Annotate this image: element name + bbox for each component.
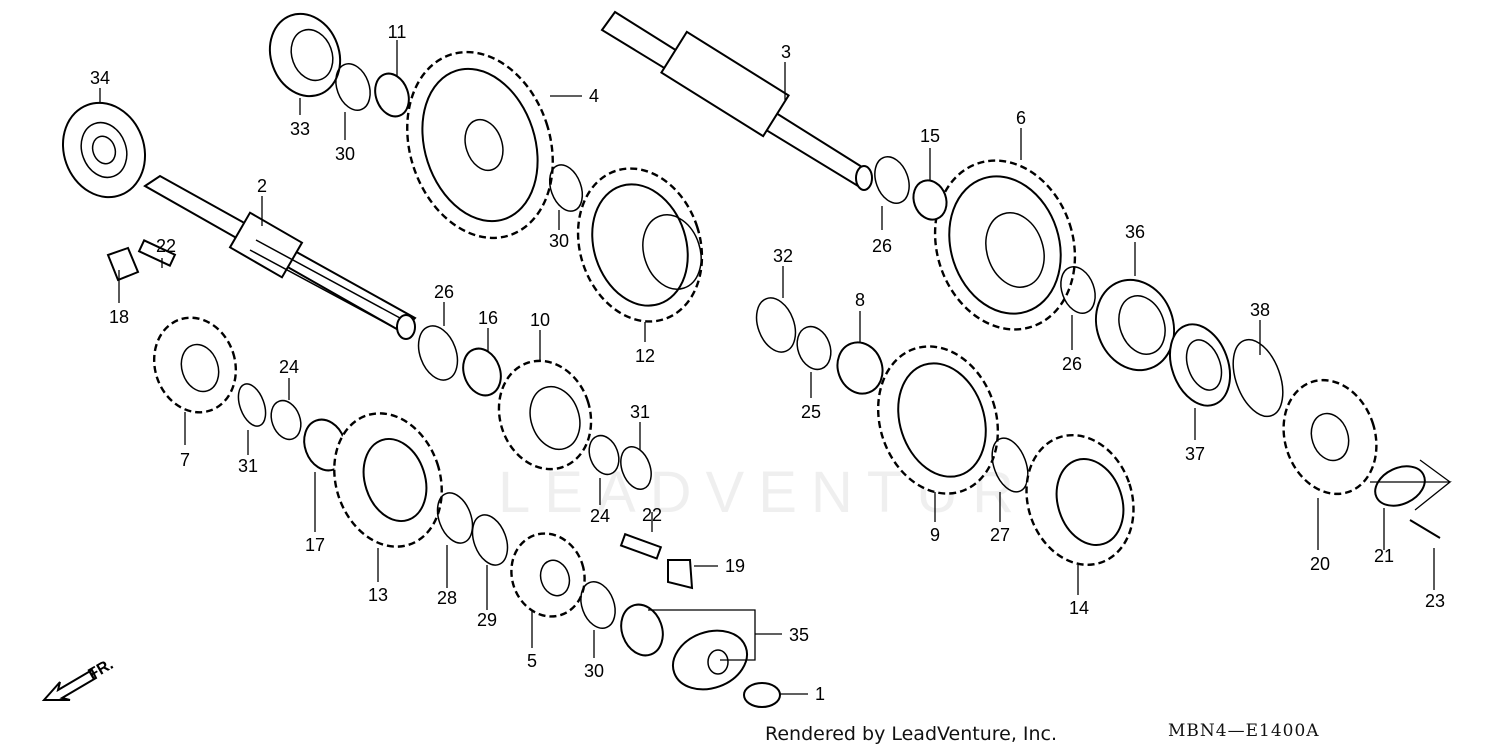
circlip-38 xyxy=(1232,338,1284,418)
callout-10: 10 xyxy=(530,310,550,330)
callout-9: 9 xyxy=(930,525,940,545)
front-direction-indicator: FR. xyxy=(41,656,116,701)
callout-37: 37 xyxy=(1185,444,1205,464)
callout-38: 38 xyxy=(1250,300,1270,320)
callout-32: 32 xyxy=(773,246,793,266)
countershaft-3 xyxy=(600,10,873,191)
washer-30-mid xyxy=(548,164,584,212)
circlip-31-right xyxy=(620,446,652,490)
callout-26-right: 26 xyxy=(1062,354,1082,374)
callout-2: 2 xyxy=(257,176,267,196)
callout-24-right: 24 xyxy=(590,506,610,526)
washer-25 xyxy=(796,325,832,371)
bearing-33 xyxy=(268,12,342,98)
callout-13: 13 xyxy=(368,585,388,605)
washer-28 xyxy=(436,492,474,544)
washer-26-left xyxy=(417,325,459,381)
callout-20: 20 xyxy=(1310,554,1330,574)
callout-3: 3 xyxy=(781,42,791,62)
part-shapes xyxy=(61,10,1441,708)
oil-seal-37 xyxy=(1169,323,1231,407)
callout-7: 7 xyxy=(180,450,190,470)
callout-14: 14 xyxy=(1069,598,1089,618)
bushing-8 xyxy=(836,341,884,395)
callout-26-mid: 26 xyxy=(872,236,892,256)
gear-14 xyxy=(1025,434,1135,566)
callout-36: 36 xyxy=(1125,222,1145,242)
washer-30-low xyxy=(580,581,616,629)
callout-15: 15 xyxy=(920,126,940,146)
callout-19: 19 xyxy=(725,556,745,576)
bushing-16 xyxy=(462,347,502,397)
washer-24-right xyxy=(588,434,620,476)
callout-31-left: 31 xyxy=(238,456,258,476)
callout-27: 27 xyxy=(990,525,1010,545)
watermark: LEADVENTURE xyxy=(498,460,1081,525)
plate-18 xyxy=(106,246,140,282)
callout-18: 18 xyxy=(109,307,129,327)
callout-33: 33 xyxy=(290,119,310,139)
bearing-36 xyxy=(1094,278,1176,372)
rendered-by-credit: Rendered by LeadVenture, Inc. xyxy=(765,723,1057,745)
gear-6 xyxy=(933,159,1077,331)
callout-34: 34 xyxy=(90,68,110,88)
washer-27 xyxy=(991,437,1029,493)
gear-4 xyxy=(406,50,554,240)
callout-16: 16 xyxy=(478,308,498,328)
callout-1: 1 xyxy=(815,684,825,704)
bearing-set-35 xyxy=(620,603,748,691)
callout-35: 35 xyxy=(789,625,809,645)
drive-sprocket-20 xyxy=(1282,378,1378,496)
washer-26-upper xyxy=(874,156,910,204)
callout-29: 29 xyxy=(477,610,497,630)
mainshaft-2 xyxy=(143,174,417,340)
callout-11: 11 xyxy=(388,22,407,42)
bushing-15 xyxy=(912,179,948,221)
gear-9 xyxy=(876,345,1000,495)
callout-labels: 1 2 3 4 5 6 7 8 9 10 11 12 13 14 15 16 1… xyxy=(90,22,1445,704)
bushing-11 xyxy=(374,72,410,118)
callout-23: 23 xyxy=(1425,591,1445,611)
fixing-plate-21 xyxy=(1374,465,1426,507)
washer-24-left xyxy=(270,399,302,441)
callout-17: 17 xyxy=(305,535,325,555)
circlip-32 xyxy=(755,297,797,353)
bolt-23 xyxy=(1409,519,1441,539)
washer-29 xyxy=(471,514,509,566)
callout-25: 25 xyxy=(801,402,821,422)
callout-22-lower: 22 xyxy=(642,505,662,525)
callout-28: 28 xyxy=(437,588,457,608)
plate-19 xyxy=(667,559,694,590)
bolt-22-lower xyxy=(619,532,663,560)
dowel-pin-1 xyxy=(743,682,781,708)
callout-30-top: 30 xyxy=(335,144,355,164)
washer-26-right xyxy=(1060,266,1096,314)
callout-8: 8 xyxy=(855,290,865,310)
callout-24-left: 24 xyxy=(279,357,299,377)
leader-lines xyxy=(99,40,1452,695)
callout-12: 12 xyxy=(635,346,655,366)
circlip-31-left xyxy=(237,383,267,427)
gear-7 xyxy=(152,316,238,414)
callout-26-left: 26 xyxy=(434,282,454,302)
gear-12 xyxy=(576,167,704,323)
bearing-34 xyxy=(61,101,147,199)
bolt-22-upper xyxy=(137,239,177,267)
callout-31-right: 31 xyxy=(630,402,650,422)
callout-21: 21 xyxy=(1374,546,1394,566)
gear-5 xyxy=(510,532,586,618)
gear-13 xyxy=(333,412,443,548)
front-arrow-icon xyxy=(41,668,98,701)
callout-5: 5 xyxy=(527,651,537,671)
callout-30-low: 30 xyxy=(584,661,604,681)
callout-4: 4 xyxy=(589,86,599,106)
diagram-code: MBN4—E1400A xyxy=(1168,721,1320,741)
washer-30-top xyxy=(335,63,371,111)
callout-30-mid: 30 xyxy=(549,231,569,251)
callout-6: 6 xyxy=(1016,108,1026,128)
callout-22-upper: 22 xyxy=(156,236,176,256)
gear-10 xyxy=(497,359,593,471)
